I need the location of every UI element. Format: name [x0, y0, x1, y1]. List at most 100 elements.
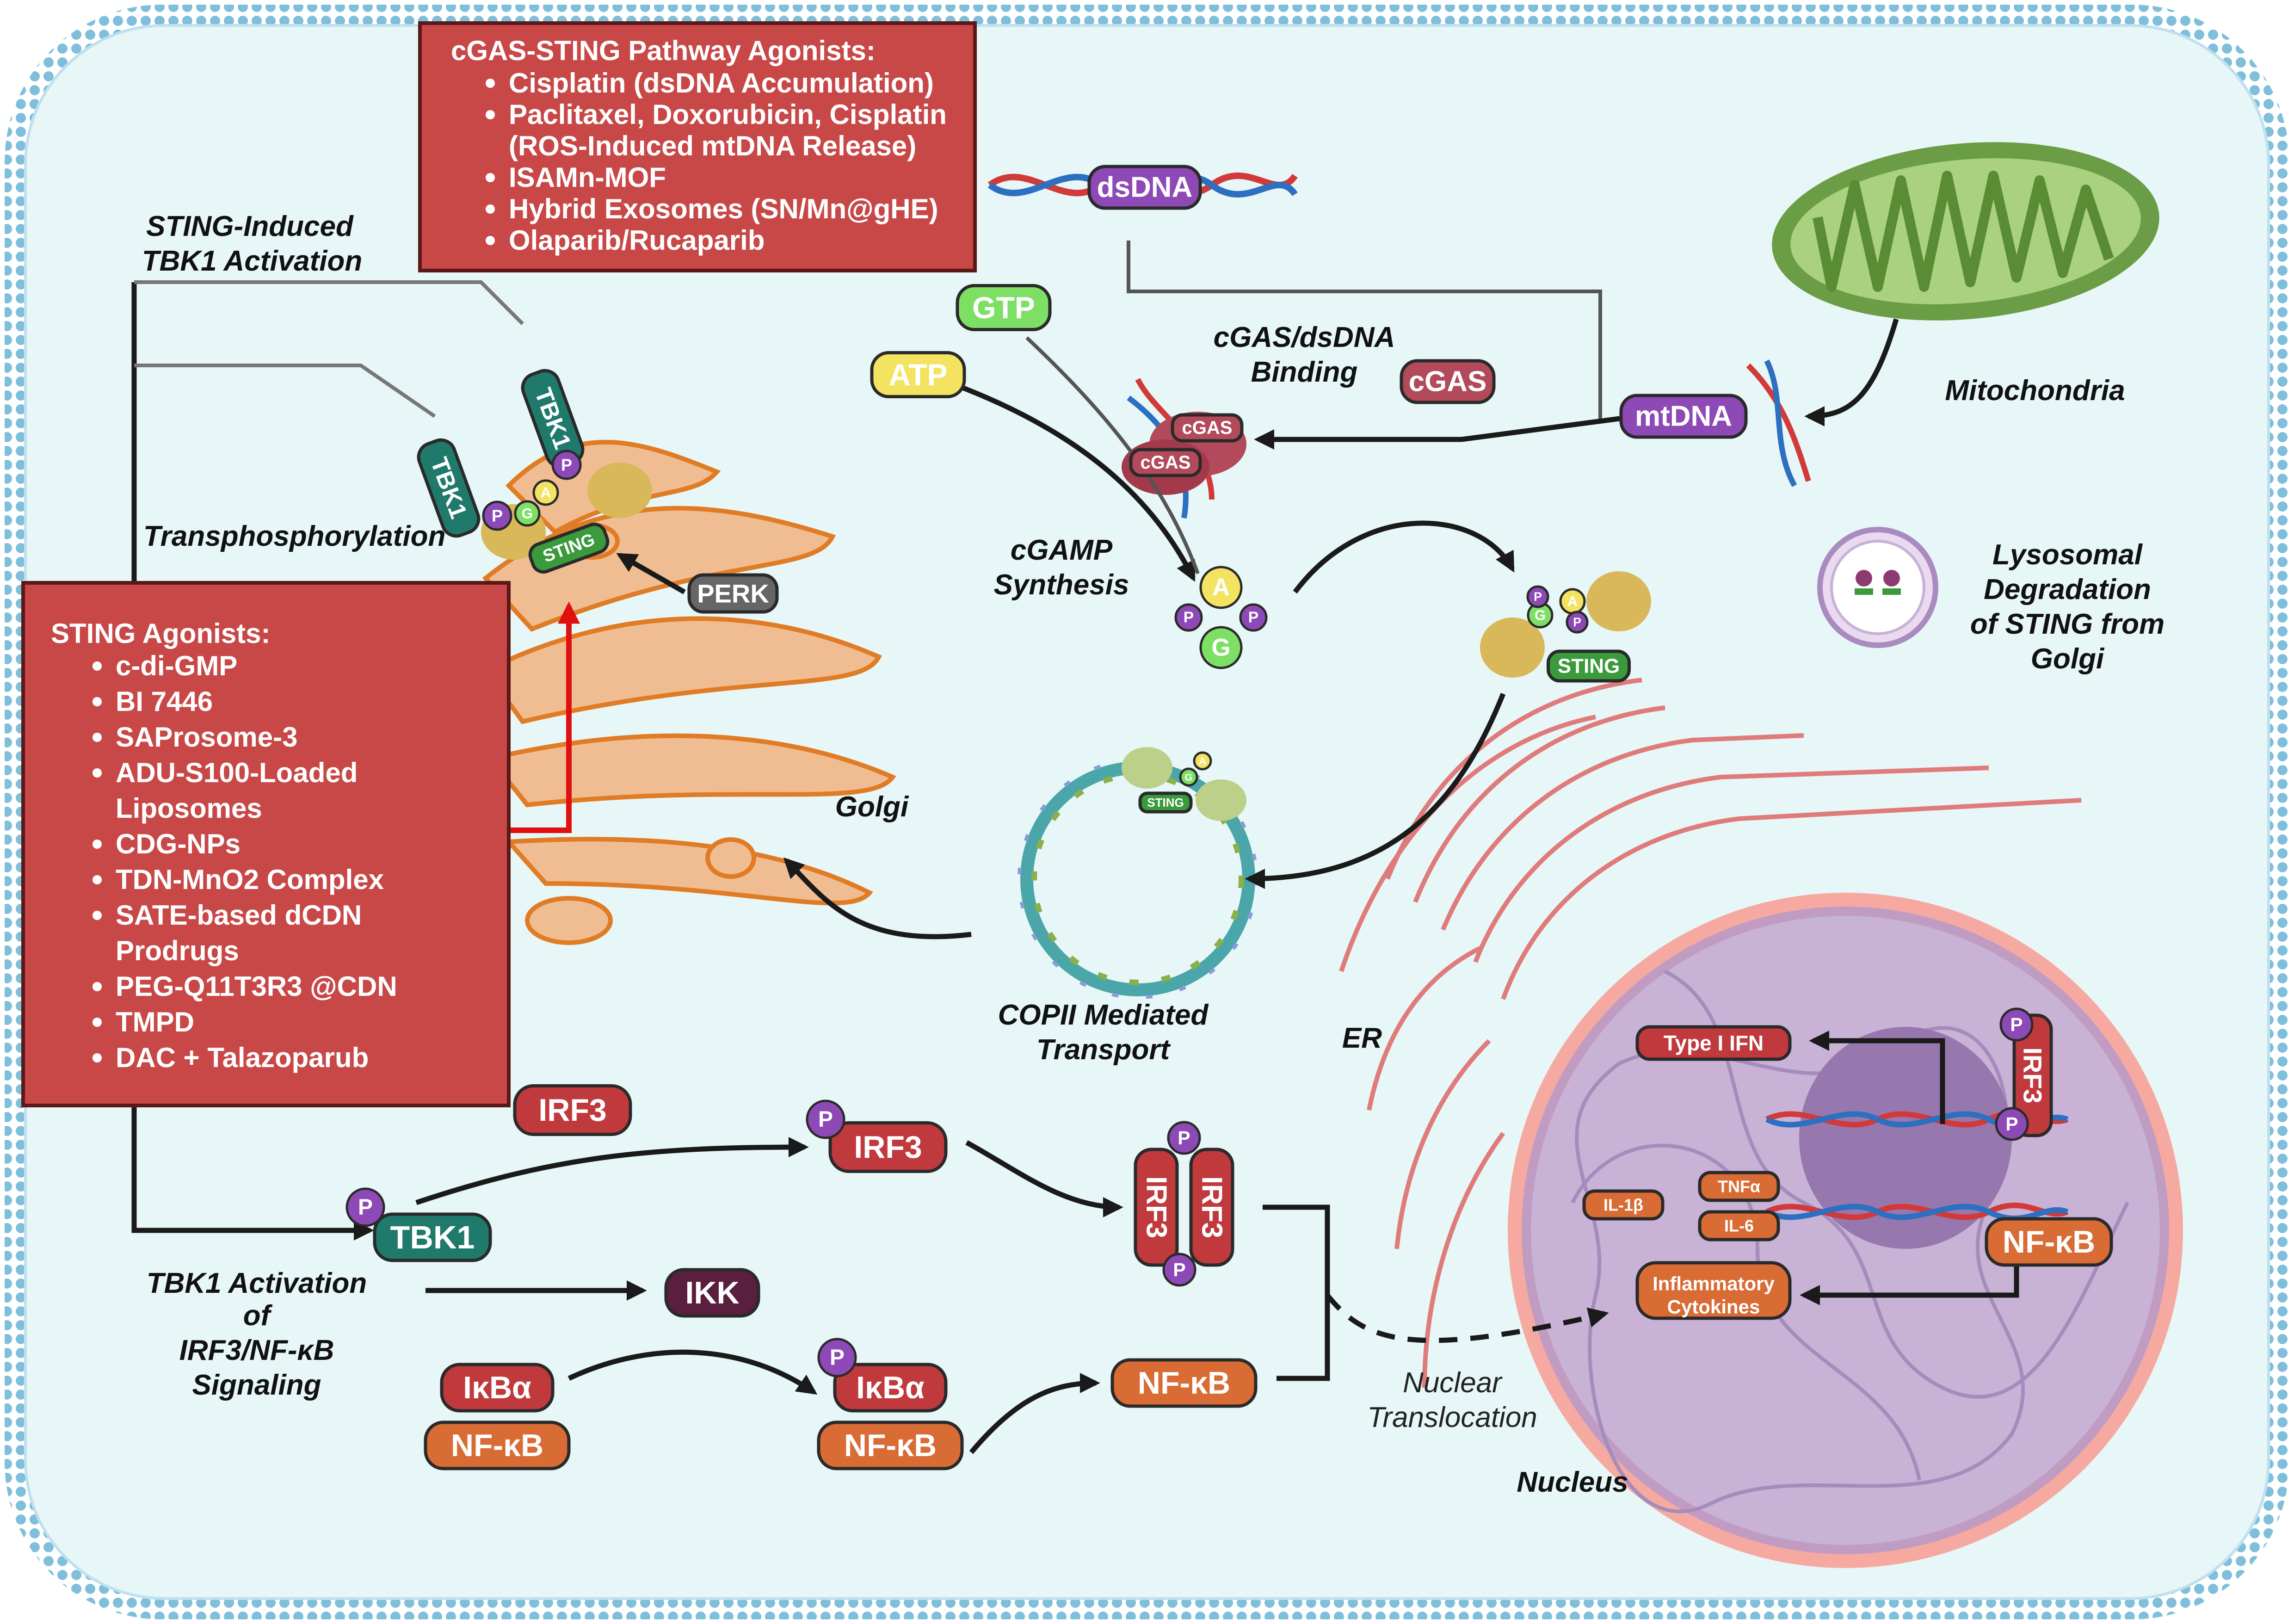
sting-complex-vesicle	[1122, 747, 1246, 821]
sting-agonists-title: STING Agonists:	[51, 618, 270, 649]
phosphate-icon: P	[482, 500, 512, 531]
ikk-pill-shape	[664, 1268, 760, 1318]
phosphate-letter: P	[2005, 1113, 2018, 1135]
arrow-ikba-phos	[567, 1349, 818, 1395]
phosphate-icon: P	[1167, 1121, 1201, 1155]
nfkb-free-pill-label: NF-κB	[1138, 1365, 1230, 1401]
phosphate-icon: P	[806, 1099, 845, 1139]
phosphate-letter: P	[358, 1195, 373, 1220]
dsdna-pill-label: dsDNA	[1097, 172, 1193, 204]
type1ifn-pill: Type I IFN	[1635, 1025, 1792, 1061]
nfkb-nuc-pill-shape	[1985, 1217, 2113, 1267]
label-nucleus: Nucleus	[1517, 1466, 1628, 1498]
pathway-agonist-item: Olaparib/Rucaparib	[509, 225, 765, 256]
guanine-circle	[1179, 767, 1198, 787]
adenine-icon: A	[1193, 751, 1212, 771]
gtp-pill-label: GTP	[972, 290, 1035, 325]
phosphate-icon: P	[1239, 603, 1268, 632]
ikk-pill-label: IKK	[685, 1275, 739, 1310]
label-cgas-binding-2: Binding	[1251, 356, 1358, 388]
type1ifn-pill-shape	[1635, 1025, 1792, 1061]
phosphate-circle	[1174, 603, 1203, 632]
label-lyso-1: Lysosomal	[1992, 539, 2143, 571]
label-golgi: Golgi	[835, 791, 909, 823]
il1b-pill-label: IL-1β	[1603, 1196, 1643, 1215]
label-er: ER	[1342, 1022, 1382, 1054]
tbk1-pill-label: TBK1	[390, 1219, 475, 1255]
label-tbk1act-1: TBK1 Activation	[147, 1267, 367, 1299]
cgas-free-pill-shape	[1400, 359, 1496, 404]
label-copii-1: COPII Mediated	[998, 999, 1209, 1031]
phosphate-icon: P	[1174, 603, 1203, 632]
tbk1-golgi-pill-2-shape	[417, 438, 481, 538]
guanine-icon: G	[1527, 602, 1554, 629]
arrow-perk-sting	[616, 553, 686, 594]
perk-pill: PERK	[687, 573, 779, 614]
adenine-circle	[532, 479, 559, 506]
ikba-phos-pill-label: IκBα	[856, 1370, 925, 1405]
pathway-agonist-item: (ROS-Induced mtDNA Release)	[509, 130, 916, 161]
guanine-icon: G	[1179, 767, 1198, 787]
sting-agonist-item: ADU-S100-Loaded	[116, 757, 358, 788]
atp-pill-label: ATP	[888, 358, 947, 392]
cgas-free-pill-label: cGAS	[1409, 366, 1487, 398]
arrow-mito-mtdna	[1804, 318, 1899, 426]
phosphate-circle	[482, 500, 512, 531]
nfkb-pill-shape	[424, 1420, 571, 1470]
irf3-dimer-pill-2-shape	[1189, 1148, 1234, 1267]
er	[1339, 678, 2082, 1388]
phosphate-icon: P	[1999, 1007, 2034, 1042]
label-nuclear-1: Nuclear	[1403, 1367, 1503, 1399]
phosphate-circle	[345, 1187, 385, 1227]
guanine-letter: G	[1185, 772, 1193, 783]
sting-vesicle-pill-label: STING	[1147, 796, 1184, 809]
label-nuclear-2: Translocation	[1367, 1402, 1537, 1433]
gtp-pill-shape	[956, 284, 1052, 331]
ikba-pill-shape	[440, 1363, 555, 1413]
arrow-gtp-cgamp	[1025, 336, 1200, 574]
sting-agonist-bullet	[92, 733, 102, 742]
label-tbk1act-3: IRF3/NF-κB	[179, 1334, 334, 1366]
irf3-phos-pill-label: IRF3	[854, 1130, 922, 1165]
nfkb-pill-label: NF-κB	[451, 1428, 543, 1463]
nfkb-pill: NF-κB	[424, 1420, 571, 1470]
gtp-pill: GTP	[956, 284, 1052, 331]
label-lyso-4: Golgi	[2031, 643, 2105, 675]
label-lyso-3: of STING from	[1970, 608, 2164, 640]
sting-agonist-bullet	[92, 697, 102, 706]
sting-agonist-item: BI 7446	[116, 686, 213, 717]
sting-agonist-item: SATE-based dCDN	[116, 900, 362, 931]
mtdna-pill-label: mtDNA	[1635, 401, 1732, 432]
phosphate-circle	[1526, 585, 1549, 608]
type1ifn-pill-label: Type I IFN	[1664, 1031, 1764, 1055]
tnfa-pill-shape	[1698, 1171, 1780, 1202]
irf3-nuc-pill: IRF3	[2012, 1013, 2053, 1137]
sting-agonist-bullet	[92, 1018, 102, 1027]
ikba-pill: IκBα	[440, 1363, 555, 1413]
cgas-dna-pill-2-shape	[1129, 448, 1202, 477]
il6-pill: IL-6	[1698, 1210, 1780, 1241]
adenine-icon: A	[532, 479, 559, 506]
irf3-phos-pill: IRF3	[828, 1121, 948, 1173]
nfkb-phos-pill-shape	[817, 1420, 964, 1470]
cgas-dna-pill-1-label: cGAS	[1182, 418, 1233, 438]
arrow-irf3-typeifn	[1809, 1031, 1945, 1124]
adenine-icon: A	[1559, 588, 1586, 615]
il1b-pill: IL-1β	[1582, 1189, 1665, 1221]
sting-agonist-bullet	[92, 768, 102, 778]
pathway-agonists-box: cGAS-STING Pathway Agonists: Cisplatin (…	[418, 21, 977, 272]
dsdna-pill-shape	[1087, 165, 1202, 210]
atp-pill-shape	[870, 351, 966, 398]
ikba-phos-pill: IκBα	[833, 1363, 948, 1413]
red-arrow-agonist-sting	[509, 601, 580, 833]
nfkb-phos-pill: NF-κB	[817, 1420, 964, 1470]
tnfa-pill: TNFα	[1698, 1171, 1780, 1202]
arrow-atp-cgamp	[952, 381, 1196, 582]
sting-agonist-bullet	[92, 1053, 102, 1062]
sting-vesicle-pill: STING	[1138, 791, 1193, 814]
label-sting-tbk1-2: TBK1 Activation	[142, 245, 363, 277]
phosphate-icon: P	[1162, 1253, 1196, 1287]
phosphate-circle	[1167, 1121, 1201, 1155]
arrow-er-copii	[1245, 692, 1506, 889]
